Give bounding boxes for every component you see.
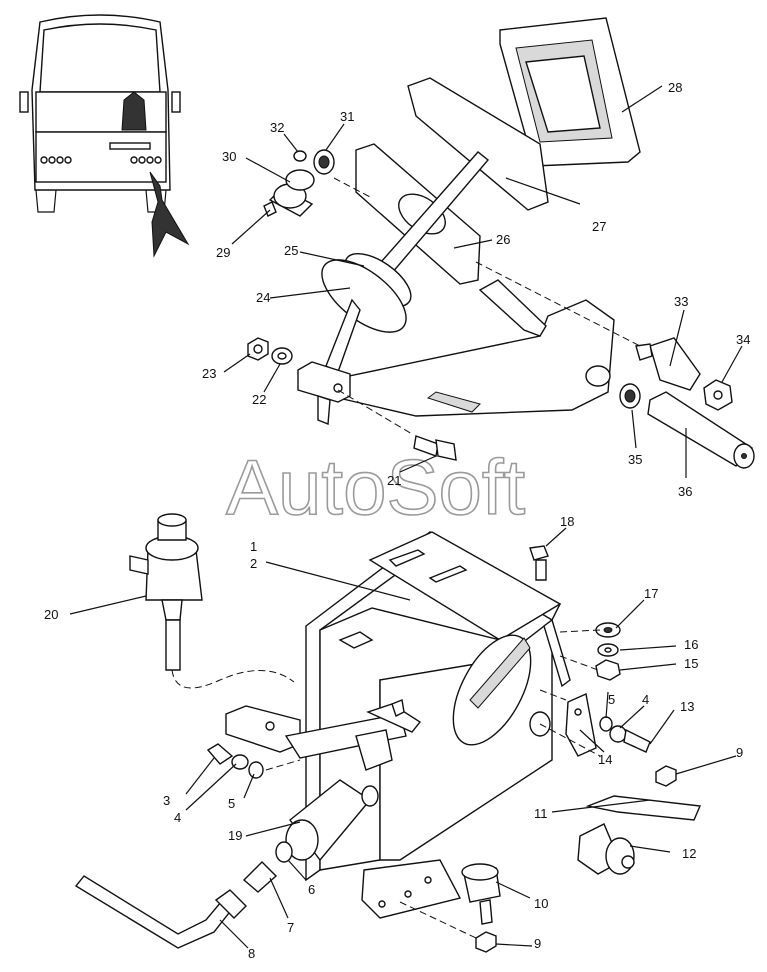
lower-assembly [74,513,702,953]
callout-12: 12 [682,846,696,861]
callout-4: 4 [642,692,649,707]
callout-5: 5 [228,796,235,811]
callout-29: 29 [216,245,230,260]
upper-assembly [247,17,755,469]
callout-8: 8 [248,946,255,961]
callout-26: 26 [496,232,510,247]
callout-9: 9 [736,745,743,760]
callout-17: 17 [644,586,658,601]
callout-25: 25 [284,243,298,258]
callout-34: 34 [736,332,750,347]
callout-13: 13 [680,699,694,714]
callout-5: 5 [608,692,615,707]
callout-18: 18 [560,514,574,529]
callout-15: 15 [684,656,698,671]
callout-20: 20 [44,607,58,622]
callout-19: 19 [228,828,242,843]
callout-31: 31 [340,109,354,124]
callout-labels: 1 2 3 4 5 5 4 6 7 8 9 9 10 11 12 13 14 1… [44,80,750,961]
watermark: AutoSoft [226,443,526,531]
callout-2: 2 [250,556,257,571]
callout-21: 21 [387,473,401,488]
callout-27: 27 [592,219,606,234]
callout-32: 32 [270,120,284,135]
callout-4: 4 [174,810,181,825]
callout-24: 24 [256,290,270,305]
callout-11: 11 [534,806,548,821]
location-arrow-icon [149,171,190,258]
callout-10: 10 [534,896,548,911]
callout-6: 6 [308,882,315,897]
callout-33: 33 [674,294,688,309]
callout-16: 16 [684,637,698,652]
callout-1: 1 [250,539,257,554]
callout-3: 3 [163,793,170,808]
bus-front-inset [19,14,190,258]
callout-36: 36 [678,484,692,499]
callout-28: 28 [668,80,682,95]
callout-35: 35 [628,452,642,467]
callout-9: 9 [534,936,541,951]
callout-7: 7 [287,920,294,935]
callout-30: 30 [222,149,236,164]
callout-22: 22 [252,392,266,407]
callout-14: 14 [598,752,612,767]
callout-23: 23 [202,366,216,381]
leader-lines [69,85,743,949]
